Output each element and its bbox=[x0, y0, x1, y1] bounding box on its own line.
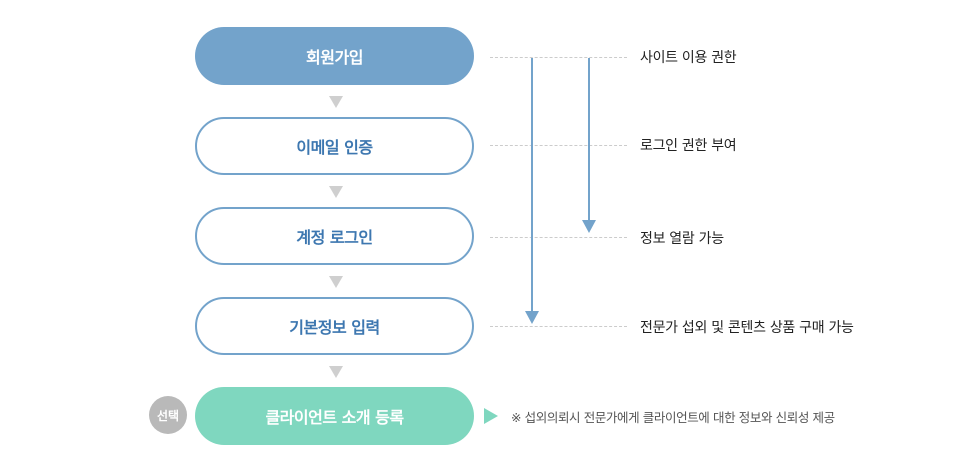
dashed-connector bbox=[490, 145, 627, 146]
down-arrow-icon bbox=[329, 276, 343, 288]
down-arrow-icon bbox=[329, 366, 343, 378]
permission-label: 정보 열람 가능 bbox=[640, 231, 724, 247]
dashed-connector bbox=[490, 57, 627, 58]
down-arrow-icon bbox=[329, 186, 343, 198]
play-arrow-icon bbox=[484, 408, 498, 424]
down-arrow-icon bbox=[329, 96, 343, 108]
step-account-login: 계정 로그인 bbox=[195, 207, 474, 265]
arrow-down-icon bbox=[582, 220, 596, 233]
permission-label: 사이트 이용 권한 bbox=[640, 50, 737, 66]
step-client-intro-label: 클라이언트 소개 등록 bbox=[265, 408, 404, 427]
permission-range-line-long bbox=[531, 58, 533, 312]
arrow-down-icon bbox=[525, 311, 539, 324]
optional-badge: 선택 bbox=[149, 396, 187, 434]
dashed-connector bbox=[490, 237, 627, 238]
step-account-login-label: 계정 로그인 bbox=[296, 228, 373, 247]
step-signup: 회원가입 bbox=[195, 27, 474, 85]
dashed-connector bbox=[490, 326, 627, 327]
step-signup-label: 회원가입 bbox=[306, 48, 363, 67]
step-client-intro: 클라이언트 소개 등록 bbox=[195, 387, 474, 445]
step-basic-info-label: 기본정보 입력 bbox=[289, 318, 380, 337]
optional-badge-label: 선택 bbox=[156, 408, 180, 423]
optional-note: ※ 섭외의뢰시 전문가에게 클라이언트에 대한 정보와 신뢰성 제공 bbox=[511, 410, 835, 425]
permission-label: 전문가 섭외 및 콘텐츠 상품 구매 가능 bbox=[640, 320, 854, 336]
permission-range-line-short bbox=[588, 58, 590, 221]
step-email-verification-label: 이메일 인증 bbox=[296, 138, 373, 157]
permission-label: 로그인 권한 부여 bbox=[640, 138, 737, 154]
step-email-verification: 이메일 인증 bbox=[195, 117, 474, 175]
step-basic-info: 기본정보 입력 bbox=[195, 297, 474, 355]
